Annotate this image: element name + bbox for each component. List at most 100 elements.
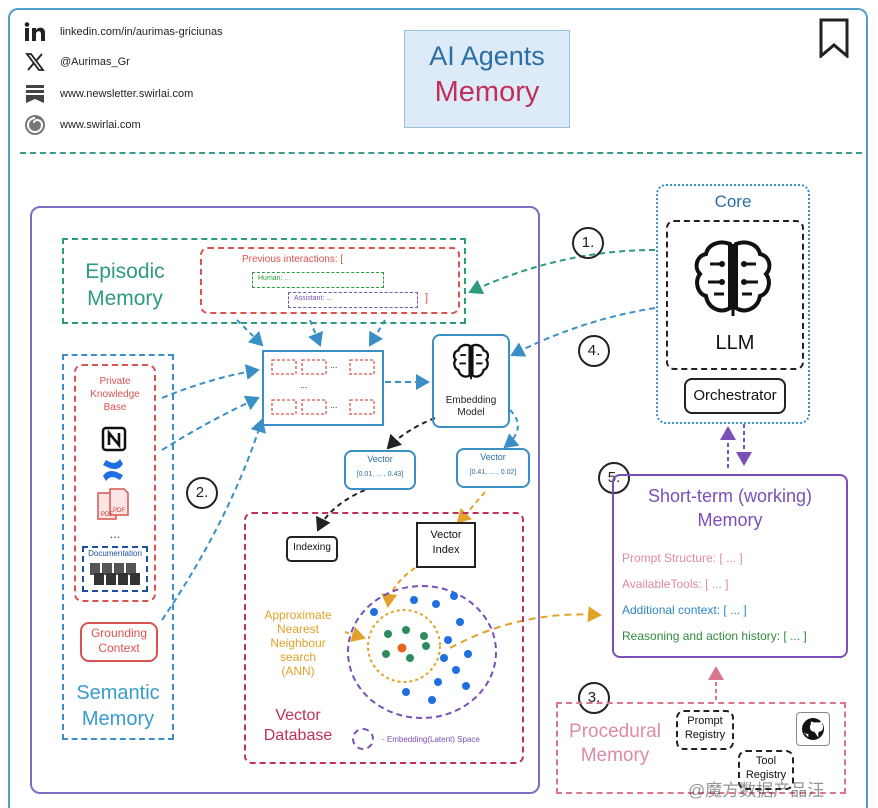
embedding-model-label: Embedding Model — [432, 395, 510, 419]
step-2-badge: 2. — [186, 477, 218, 509]
chunks-ellipsis-3: ... — [330, 400, 338, 410]
episodic-title-line-2: Memory — [87, 287, 163, 310]
watermark: @魔方数据产品汪 — [688, 781, 825, 800]
vector-database-line-1: Vector — [275, 707, 321, 724]
ann-line-4: search — [279, 650, 317, 664]
documentation-label: Documentation — [88, 549, 142, 558]
header-divider — [20, 152, 862, 154]
procedural-memory-box — [556, 702, 846, 794]
notion-icon — [101, 426, 127, 457]
chunks-box — [262, 350, 384, 426]
newsletter-icon — [22, 82, 48, 106]
linkedin-icon — [22, 20, 48, 44]
vector-database-title: Vector Database — [250, 706, 346, 746]
pkb-line-2: Knowledge — [90, 389, 140, 400]
available-tools-item: AvailableTools: [ ... ] — [622, 577, 729, 591]
previous-interactions-label: Previous interactions: [ — [242, 254, 344, 265]
newsletter-url: www.newsletter.swirlai.com — [60, 88, 194, 100]
x-icon — [22, 50, 48, 74]
procedural-title: Procedural Memory — [560, 720, 670, 768]
documentation-box — [82, 546, 148, 592]
pkb-line-3: Base — [103, 402, 127, 413]
pdf-text-1: PDF — [101, 512, 113, 518]
semantic-title-line-2: Memory — [81, 708, 155, 730]
github-icon — [796, 712, 830, 746]
step-3-badge: 3. — [578, 682, 610, 714]
ann-label: Approximate Nearest Neighbour search (AN… — [252, 608, 344, 678]
core-label: Core — [714, 192, 752, 211]
prompt-registry-line-1: Prompt — [687, 715, 723, 727]
previous-interactions-box — [200, 247, 460, 314]
documents-icon — [88, 561, 142, 592]
grounding-line-2: Context — [98, 641, 140, 655]
assistant-message — [288, 292, 418, 308]
assistant-label: Assistant: ... — [294, 295, 333, 302]
vector-index-label: Vector Index — [416, 528, 476, 558]
chunks-ellipsis-2: ... — [300, 380, 308, 390]
ann-line-3: Neighbour — [270, 636, 326, 650]
x-link[interactable]: @Aurimas_Gr — [22, 50, 130, 74]
tool-registry-label: Tool Registry — [738, 754, 794, 782]
vector-1-label: Vector — [367, 454, 393, 464]
prompt-registry-box — [676, 710, 734, 750]
procedural-title-line-2: Memory — [580, 745, 650, 766]
linkedin-link[interactable]: linkedin.com/in/aurimas-griciunas — [22, 20, 223, 44]
linkedin-url: linkedin.com/in/aurimas-griciunas — [60, 26, 223, 38]
confluence-icon — [101, 458, 125, 487]
additional-context-item: Additional context: [ ... ] — [622, 603, 747, 617]
grounding-context-label: Grounding Context — [80, 626, 158, 656]
chunks-grid — [270, 358, 378, 425]
newsletter-link[interactable]: www.newsletter.swirlai.com — [22, 82, 193, 106]
ann-line-1: Approximate — [264, 608, 332, 622]
vector-2-value: [0.41, ... , 0.02] — [469, 469, 517, 476]
grounding-line-1: Grounding — [90, 626, 148, 640]
embedding-model-box — [432, 334, 510, 428]
llm-label: LLM — [715, 332, 755, 354]
title-line-1: AI Agents — [429, 41, 545, 71]
tool-registry-box — [738, 750, 794, 790]
site-url: www.swirlai.com — [60, 119, 141, 131]
vector-index-line-1: Vector — [430, 529, 462, 541]
kb-ellipsis: ... — [109, 526, 121, 541]
vector-index-line-2: Index — [432, 544, 460, 556]
title-line-2: Memory — [434, 76, 540, 108]
core-box — [656, 184, 810, 424]
short-term-title-line-1: Short-term (working) — [647, 486, 813, 506]
human-message — [252, 272, 384, 288]
llm-box — [666, 220, 804, 370]
prompt-registry-line-2: Registry — [684, 729, 726, 741]
vector-2-label: Vector — [480, 452, 506, 462]
swirl-icon — [22, 113, 48, 137]
short-term-items: Prompt Structure: [ ... ] AvailableTools… — [622, 545, 807, 649]
indexing-label: Indexing — [293, 542, 331, 553]
vector-1-value: [0.01, ... , 0.43] — [356, 471, 404, 478]
ann-line-2: Nearest — [276, 622, 320, 636]
reasoning-history-item: Reasoning and action history: [ ... ] — [622, 629, 807, 643]
embedding-line-2: Model — [457, 407, 485, 418]
bookmark-icon[interactable] — [818, 18, 850, 63]
site-link[interactable]: www.swirlai.com — [22, 113, 141, 137]
previous-interactions-close: ] — [425, 292, 429, 304]
vector-2-box — [456, 448, 530, 488]
brain-icon — [690, 236, 776, 327]
orchestrator-box — [684, 378, 786, 414]
memory-system-box — [30, 206, 540, 794]
procedural-title-line-1: Procedural — [569, 721, 661, 742]
tool-registry-line-1: Tool — [755, 755, 777, 767]
embedding-space — [344, 582, 504, 727]
episodic-title: Episodic Memory — [72, 258, 178, 312]
vector-1-box — [344, 450, 416, 490]
embedding-line-1: Embedding — [445, 395, 497, 406]
episodic-title-line-1: Episodic — [85, 260, 165, 283]
step-1-badge: 1. — [572, 227, 604, 259]
embedding-space-legend-icon — [352, 728, 374, 750]
semantic-title: Semantic Memory — [62, 680, 174, 732]
semantic-title-line-1: Semantic — [76, 682, 160, 704]
private-knowledge-base-box — [74, 364, 156, 602]
tool-registry-line-2: Registry — [745, 769, 787, 781]
orchestrator-label: Orchestrator — [693, 387, 777, 404]
x-handle: @Aurimas_Gr — [60, 56, 130, 68]
vector-index-box — [416, 522, 476, 568]
prompt-structure-item: Prompt Structure: [ ... ] — [622, 551, 743, 565]
